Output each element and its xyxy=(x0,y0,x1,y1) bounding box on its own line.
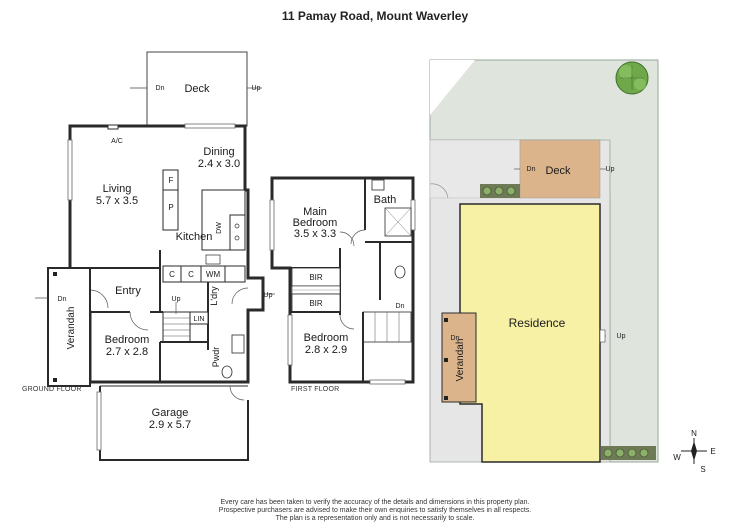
main-bedroom-label: Main xyxy=(303,206,327,218)
deck-up-label: Up xyxy=(252,85,261,92)
fridge-label: F xyxy=(169,176,174,185)
verandah-dn-label: Dn xyxy=(58,296,67,303)
garage-label: Garage xyxy=(152,407,189,419)
site-boundary xyxy=(430,60,475,115)
ground-floor: Deck Dn Up A/C Dining 2.4 x 3.0 Living 5… xyxy=(35,51,275,461)
first-bedroom-label: Bedroom xyxy=(304,332,349,344)
site-verandah-dn-label: Dn xyxy=(451,335,460,342)
compass-s: S xyxy=(700,465,705,474)
entry-label: Entry xyxy=(115,285,141,297)
compass-e: E xyxy=(710,447,715,456)
ground-verandah xyxy=(47,267,91,387)
site-verandah xyxy=(441,312,477,403)
site-residence-label: Residence xyxy=(509,316,566,330)
disclaimer: Every care has been taken to verify the … xyxy=(0,499,750,523)
kitchen-label: Kitchen xyxy=(176,231,213,243)
living-dims: 5.7 x 3.5 xyxy=(96,195,138,207)
site-residence-up-label: Up xyxy=(617,333,626,340)
compass-w: W xyxy=(673,453,681,462)
site-deck-dn-label: Dn xyxy=(527,166,536,173)
tree-icon xyxy=(615,61,649,95)
site-plan: Deck Dn Up Residence Up xyxy=(429,59,659,463)
disclaimer-line-1: Every care has been taken to verify the … xyxy=(220,499,530,506)
disclaimer-line-2: Prospective purchasers are advised to ma… xyxy=(218,507,532,514)
compass-icon: N E S W xyxy=(673,429,715,474)
powder-label: Pwdr xyxy=(211,347,221,368)
first-floor-dn-label: Dn xyxy=(396,303,405,310)
dining-dims: 2.4 x 3.0 xyxy=(198,158,240,170)
cupboard-1-label: C xyxy=(169,270,175,279)
ground-bedroom-label: Bedroom xyxy=(105,334,150,346)
living-label: Living xyxy=(103,183,132,195)
site-residence xyxy=(459,203,601,463)
linen-label: LIN xyxy=(194,316,205,323)
ac-label: A/C xyxy=(111,138,123,145)
bath-label: Bath xyxy=(374,194,397,206)
dining-label: Dining xyxy=(203,146,234,158)
laundry-up-label: Up xyxy=(264,292,273,299)
ground-floor-label: GROUND FLOOR xyxy=(22,386,82,393)
pantry-label: P xyxy=(168,203,173,212)
site-verandah-label: Verandah xyxy=(455,339,466,382)
site-deck-label: Deck xyxy=(545,165,571,177)
washing-machine-label: WM xyxy=(206,270,221,279)
deck-dn-label: Dn xyxy=(156,85,165,92)
disclaimer-line-3: The plan is a representation only and is… xyxy=(275,515,475,522)
main-bedroom-dims: 3.5 x 3.3 xyxy=(294,228,336,240)
first-bedroom-dims: 2.8 x 2.9 xyxy=(305,344,347,356)
main-bedroom-label-2: Bedroom xyxy=(293,217,338,229)
bir-2-label: BIR xyxy=(309,299,323,308)
dishwasher-label: DW xyxy=(216,222,223,234)
first-floor-label: FIRST FLOOR xyxy=(291,386,340,393)
site-deck xyxy=(519,139,601,199)
first-floor: Main Bedroom 3.5 x 3.3 Bath BIR BIR Dn xyxy=(269,176,416,385)
ground-deck-outline xyxy=(146,51,248,127)
site-deck-up-label: Up xyxy=(606,166,615,173)
ground-bedroom-dims: 2.7 x 2.8 xyxy=(106,346,148,358)
cupboard-2-label: C xyxy=(188,270,194,279)
laundry-label: L'dry xyxy=(209,286,219,306)
ground-deck-label: Deck xyxy=(184,83,210,95)
bir-1-label: BIR xyxy=(309,273,323,282)
garage-dims: 2.9 x 5.7 xyxy=(149,419,191,431)
plan-title: 11 Pamay Road, Mount Waverley xyxy=(281,9,469,23)
compass-n: N xyxy=(691,429,697,438)
stair-up-label: Up xyxy=(172,296,181,303)
ground-verandah-label: Verandah xyxy=(66,307,77,350)
